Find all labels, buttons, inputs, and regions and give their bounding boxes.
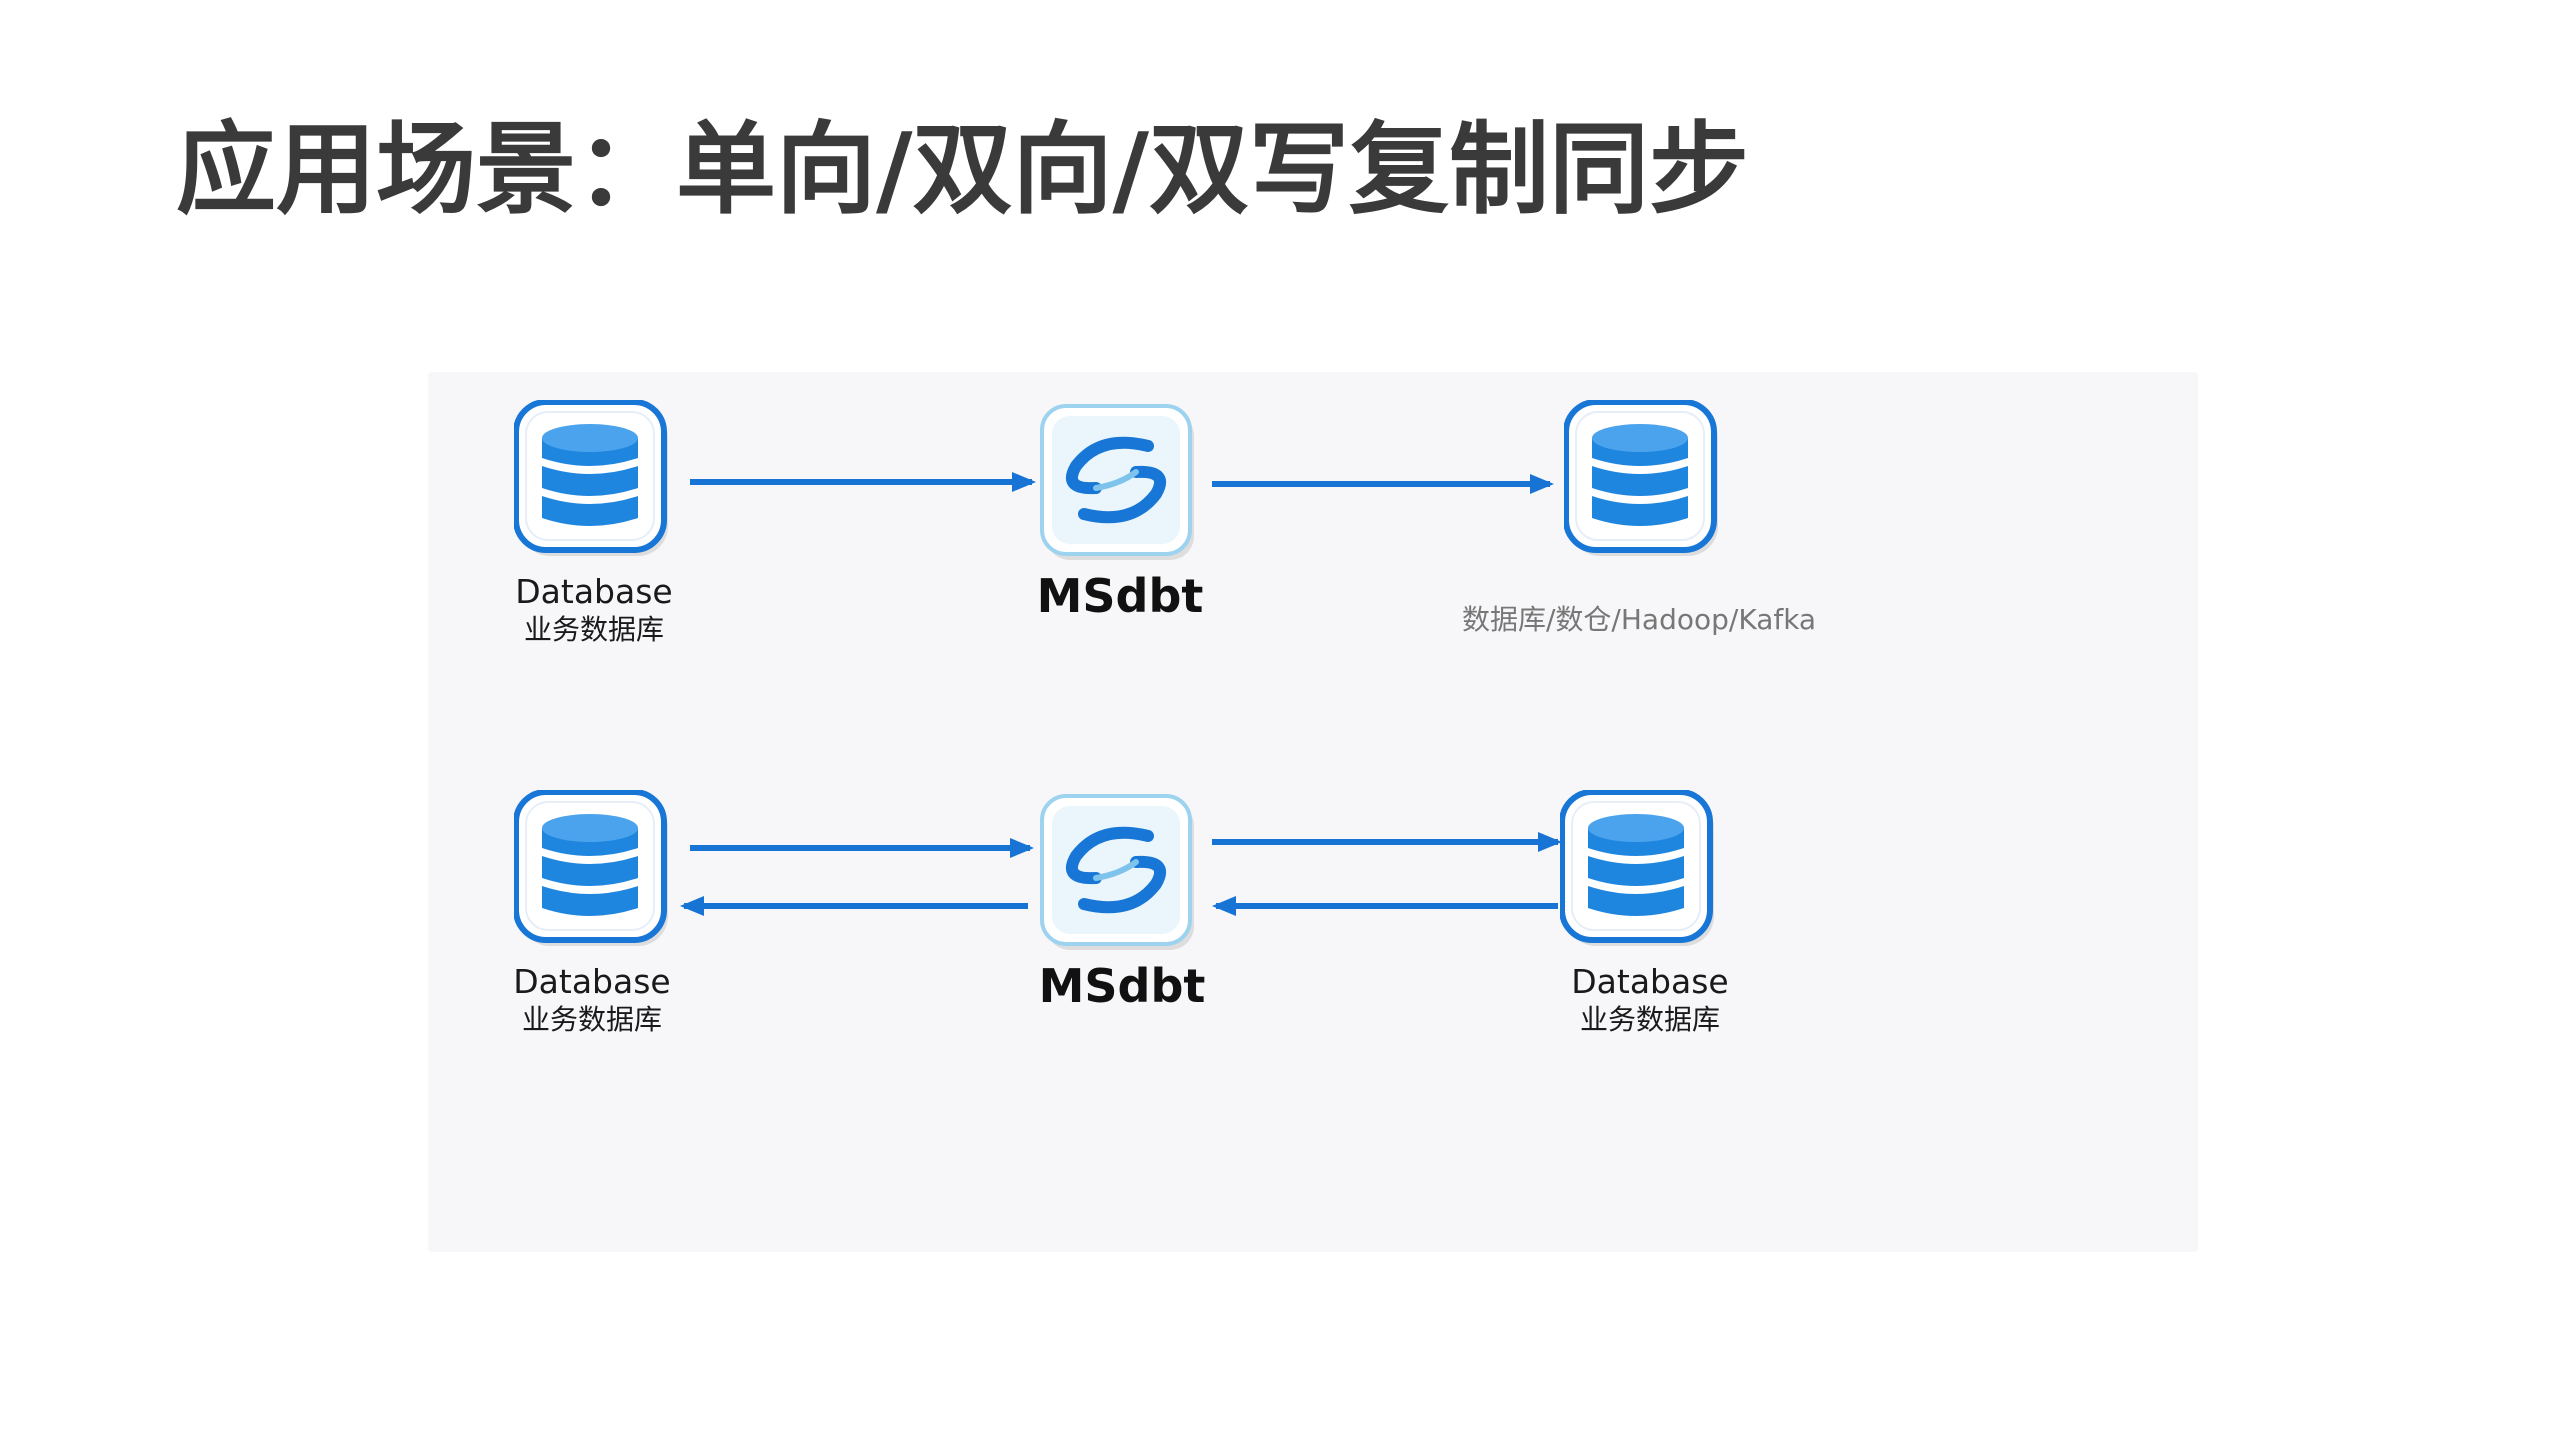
diagram-panel — [428, 372, 2198, 1252]
database-label-cn: 业务数据库 — [523, 613, 664, 646]
source-database-label: Database 业务数据库 — [444, 572, 744, 648]
database-label-cn: 业务数据库 — [1579, 1003, 1720, 1036]
database-icon — [1564, 400, 1724, 560]
msdbt-logo-icon — [1040, 404, 1200, 564]
database-label-cn: 业务数据库 — [521, 1003, 662, 1036]
left-database-label: Database 业务数据库 — [442, 962, 742, 1038]
database-icon — [514, 790, 674, 950]
msdbt-label: MSdbt — [1038, 959, 1206, 1013]
target-systems-label: 数据库/数仓/Hadoop/Kafka — [1462, 603, 1817, 636]
database-icon — [514, 400, 674, 560]
page-title: 应用场景：单向/双向/双写复制同步 — [176, 111, 1750, 228]
database-icon — [1560, 790, 1720, 950]
msdbt-label: MSdbt — [1036, 569, 1204, 623]
database-label-en: Database — [513, 962, 671, 1001]
database-label-en: Database — [515, 572, 673, 611]
msdbt-logo-icon — [1040, 794, 1200, 954]
database-label-en: Database — [1571, 962, 1729, 1001]
right-database-label: Database 业务数据库 — [1500, 962, 1800, 1038]
